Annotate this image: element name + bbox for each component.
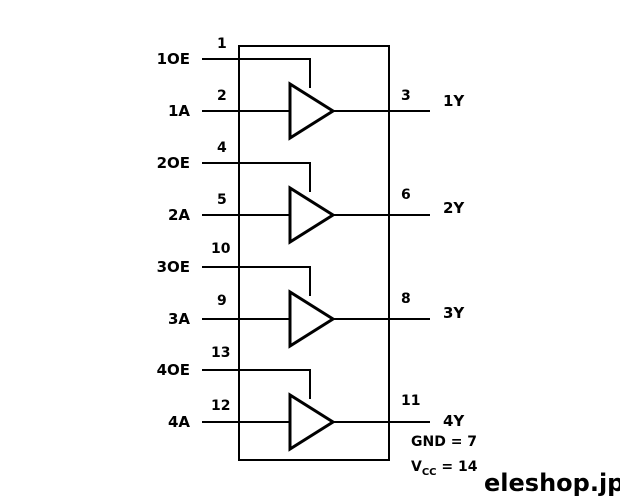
oe-pin-number: 1 (217, 36, 227, 52)
oe-wire (202, 162, 311, 192)
output-pin-number: 11 (401, 393, 420, 409)
gnd-note: GND = 7 (411, 434, 477, 450)
gate-1: 1OE 1 1A 2 1Y 3 (157, 36, 465, 141)
oe-label: 1OE (157, 50, 190, 68)
output-label: 3Y (443, 304, 465, 322)
output-label: 2Y (443, 199, 465, 217)
vcc-subscript: CC (422, 467, 437, 478)
chip-body (238, 45, 390, 461)
input-pin-number: 12 (211, 398, 230, 414)
buffer-symbol (288, 185, 336, 245)
gate-4: 4OE 13 4A 12 4Y 11 (157, 345, 465, 452)
output-label: 1Y (443, 92, 465, 110)
output-pin-number: 6 (401, 187, 411, 203)
gate-3: 3OE 10 3A 9 3Y 8 (157, 241, 465, 349)
output-pin-number: 8 (401, 291, 411, 307)
input-pin-number: 5 (217, 192, 227, 208)
buffer-symbol (288, 392, 336, 452)
oe-wire (202, 58, 311, 88)
buffer-symbol (288, 289, 336, 349)
input-pin-number: 9 (217, 293, 227, 309)
oe-label: 2OE (157, 154, 190, 172)
oe-label: 4OE (157, 361, 190, 379)
oe-pin-number: 10 (211, 241, 231, 257)
watermark: eleshop.jp (484, 469, 620, 497)
input-label: 4A (168, 413, 190, 431)
vcc-value: = 14 (437, 459, 478, 475)
vcc-symbol: V (411, 459, 422, 475)
input-label: 1A (168, 102, 190, 120)
oe-pin-number: 4 (217, 140, 227, 156)
input-pin-number: 2 (217, 88, 227, 104)
input-label: 3A (168, 310, 190, 328)
buffer-symbol (288, 81, 336, 141)
output-label: 4Y (443, 412, 465, 430)
oe-wire (202, 369, 311, 399)
vcc-note: VCC = 14 (411, 459, 478, 478)
gate-2: 2OE 4 2A 5 2Y 6 (157, 140, 465, 245)
oe-label: 3OE (157, 258, 190, 276)
input-label: 2A (168, 206, 190, 224)
oe-wire (202, 266, 311, 296)
oe-pin-number: 13 (211, 345, 230, 361)
output-pin-number: 3 (401, 88, 411, 104)
